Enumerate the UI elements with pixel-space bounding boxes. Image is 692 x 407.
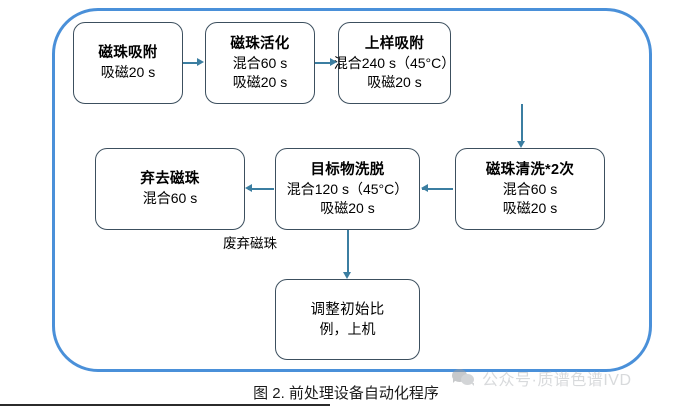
process-node-adsorb: 磁珠吸附 吸磁20 s	[73, 22, 183, 104]
page-edge-rule	[0, 404, 330, 406]
connector-elute-to-adjust	[347, 230, 349, 275]
arrowhead-down-icon	[517, 141, 525, 148]
node-detail-line: 例，上机	[319, 320, 376, 337]
process-node-adjust-ratio: 调整初始比 例，上机	[275, 279, 420, 360]
node-detail-line: 吸磁20 s	[367, 73, 422, 90]
node-detail-line: 吸磁20 s	[502, 199, 558, 216]
watermark-text: 公众号·质谱色谱IVD	[482, 372, 632, 389]
arrowhead-left-icon	[421, 184, 428, 192]
wechat-icon	[452, 369, 476, 387]
watermark: 公众号·质谱色谱IVD	[452, 366, 632, 390]
figure-caption: 图 2. 前处理设备自动化程序	[253, 385, 439, 402]
process-node-activate: 磁珠活化 混合60 s 吸磁20 s	[205, 22, 315, 104]
process-node-discard-beads: 弃去磁珠 混合60 s	[95, 148, 245, 230]
node-detail-line: 混合240 s（45°C）	[333, 55, 456, 72]
node-title: 磁珠活化	[230, 35, 290, 52]
node-detail-line: 吸磁20 s	[320, 199, 375, 216]
node-detail-line: 混合60 s	[232, 55, 288, 72]
node-title: 目标物洗脱	[310, 161, 385, 178]
node-title: 磁珠清洗*2次	[485, 161, 575, 178]
node-title: 上样吸附	[364, 35, 425, 52]
arrowhead-left-icon	[245, 184, 252, 192]
process-node-bead-wash: 磁珠清洗*2次 混合60 s 吸磁20 s	[455, 148, 605, 230]
connector-adsorb-to-activate	[183, 62, 198, 64]
node-detail-line: 混合60 s	[502, 181, 558, 198]
process-container-frame	[52, 8, 652, 372]
node-title: 磁珠吸附	[98, 45, 158, 62]
process-node-elution: 目标物洗脱 混合120 s（45°C） 吸磁20 s	[275, 148, 420, 230]
connector-wash-to-elute	[422, 188, 453, 190]
node-detail-line: 混合120 s（45°C）	[286, 181, 409, 198]
connector-load-to-wash	[521, 104, 523, 144]
node-detail-line: 混合60 s	[142, 190, 198, 207]
arrowhead-right-icon	[330, 58, 337, 66]
connector-elute-to-discard	[248, 188, 274, 190]
process-node-load-sample: 上样吸附 混合240 s（45°C） 吸磁20 s	[334, 22, 455, 104]
connector-activate-to-load	[315, 62, 331, 64]
node-detail-line: 吸磁20 s	[100, 64, 156, 81]
label-waste-beads: 废弃磁珠	[223, 236, 277, 251]
node-title: 调整初始比	[310, 301, 385, 318]
node-title: 弃去磁珠	[140, 171, 200, 188]
arrowhead-right-icon	[197, 58, 204, 66]
node-detail-line: 吸磁20 s	[232, 73, 288, 90]
arrowhead-down-icon	[343, 272, 351, 279]
